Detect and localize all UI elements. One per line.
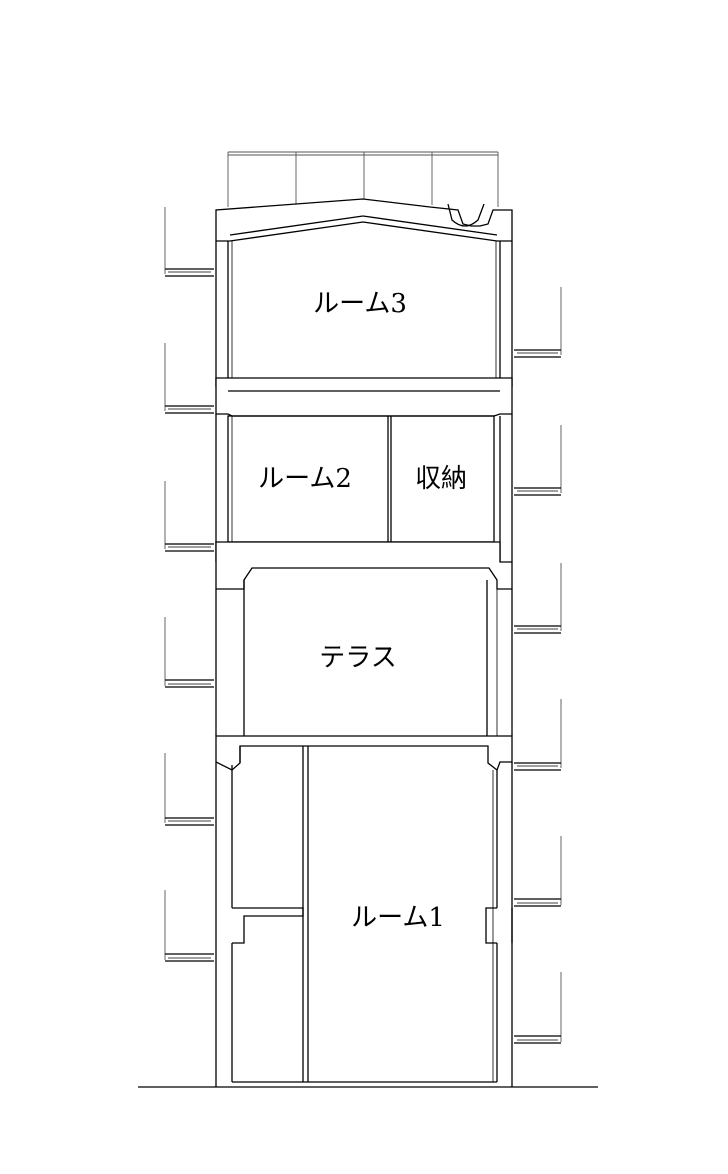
terrace-space	[243, 580, 498, 736]
room3-label: ルーム3	[313, 289, 407, 319]
room3-space	[227, 241, 501, 378]
roof-railing	[227, 151, 499, 207]
right-balconies	[514, 287, 562, 1044]
roof-gutter-icon	[447, 203, 485, 227]
roof-slab	[215, 198, 513, 242]
terrace-label: テラス	[319, 643, 396, 673]
storage-label: 収納	[415, 464, 467, 494]
left-balconies	[164, 207, 214, 962]
slab-1f	[215, 735, 513, 772]
room1-space	[231, 746, 513, 1083]
room2-label: ルーム2	[258, 464, 352, 494]
exterior-walls	[215, 241, 513, 1087]
slab-3f	[215, 377, 513, 417]
slab-2f	[215, 541, 513, 590]
room1-label: ルーム1	[351, 903, 445, 933]
